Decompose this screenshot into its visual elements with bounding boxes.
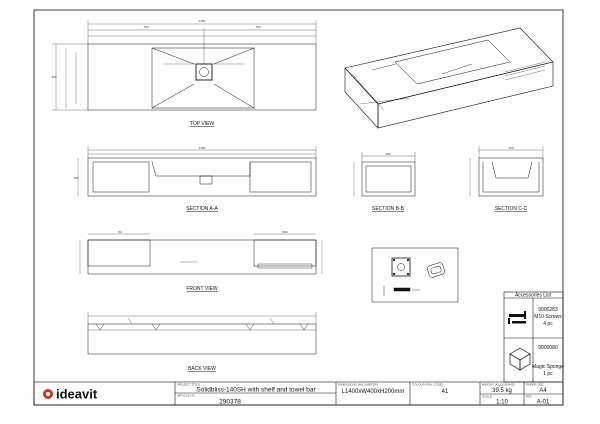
section-aa [77,146,317,197]
accessories-title: Accessories List [515,293,552,299]
scale-value: 1:10 [496,400,508,406]
colour-value: 41 [442,389,449,395]
weight-label: WEIGHT (KILOGRAMS) [482,383,515,387]
scale-label: SCALE [482,395,492,399]
project-title-label: PROJECT TITLE [177,383,200,387]
label-back-view: BACK VIEW [188,366,216,372]
dimensions-label: DIMENSIONS (MILLIMETER) [338,383,378,387]
label-front-view: FRONT VIEW [186,286,218,292]
accessory-1-code: 9000283 [538,307,558,313]
label-top-view: TOP VIEW [190,121,215,127]
accessory-2-qty: 1 pc [543,371,553,377]
dim-sec-bb-width: 400 [385,152,390,156]
accessory-2-name: Magic Sponge [532,364,564,370]
drain-square [195,63,213,81]
sponge-icon [509,347,531,371]
top-view-outline [87,43,317,111]
fixing-detail [371,247,459,303]
rev-value: A-01 [537,400,550,406]
colour-label: COLOUR (RAL CODE) [412,383,443,387]
top-view-basin [151,47,255,109]
article-no: 290378 [219,399,241,406]
dim-top-height: 400 [51,75,56,79]
dimensions-value: L1400xW400xH200mm [342,389,405,395]
project-title: Solidbliss-140SH with shelf and towel ba… [196,387,316,394]
dim-front-left: 50 [118,230,122,234]
title-block [33,381,564,406]
label-section-aa: SECTION A-A [186,206,218,212]
section-cc [469,146,544,197]
weight-value: 39.5 kg [492,388,512,394]
paper-label: PAPER SIZE [526,383,543,387]
front-view [79,233,323,275]
accessory-2-code: 9000080 [538,345,558,351]
brand-logo: ideavit [43,387,98,402]
label-section-cc: SECTION C-C [495,206,528,212]
dim-top-left: 750 [143,25,148,29]
accessory-1-qty: 4 pc [543,321,553,327]
brand-wordmark: ideavit [56,387,98,402]
back-view [87,312,317,355]
accessory-1-name: M10 Screws [534,314,562,320]
drain-circle [199,67,209,77]
paper-value: A4 [539,388,547,394]
dim-sec-aa-depth: 200 [73,176,78,180]
screws-icon [508,311,526,324]
section-bb [353,152,416,197]
rev-label: REV [526,395,532,399]
article-label: ARTICLE NO. [177,394,196,398]
dim-sec-aa-overall: 1400 [199,146,206,150]
sheet-border [33,9,564,406]
dim-front-right: 500 [282,230,287,234]
dim-top-right: 750 [255,25,260,29]
dim-sec-cc-width: 400 [508,146,513,150]
label-section-bb: SECTION B-B [372,206,405,212]
isometric-view [344,27,554,129]
dim-top-overall: 1400 [199,19,206,23]
top-view [52,20,317,111]
